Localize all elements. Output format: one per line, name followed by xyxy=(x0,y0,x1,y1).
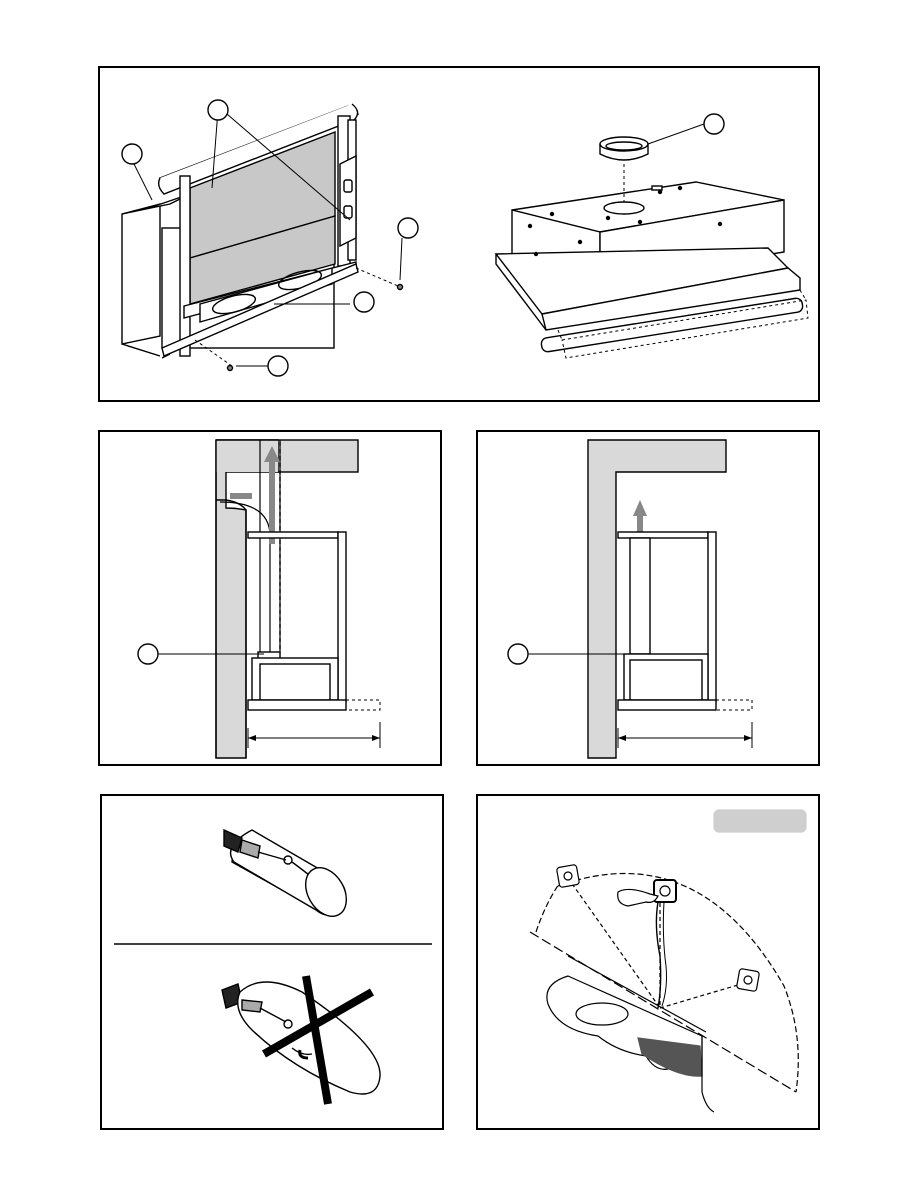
callout-3 xyxy=(398,218,418,238)
socket-right xyxy=(736,968,759,991)
callout-filter xyxy=(508,644,528,664)
callout-5 xyxy=(268,356,288,376)
panel-socket-installation xyxy=(476,794,820,1130)
callout-duct xyxy=(138,644,158,664)
hood-box-top xyxy=(496,182,808,358)
callout-2 xyxy=(122,144,142,164)
callout-4 xyxy=(354,292,374,312)
pullout-hood-body xyxy=(122,104,358,358)
socket-left xyxy=(556,864,579,887)
screw-right xyxy=(398,285,403,290)
region-tag xyxy=(714,810,806,832)
bulb-orientation-drawing xyxy=(102,796,446,1132)
hood-assembly-drawing xyxy=(100,68,822,404)
panel-hood-assembly xyxy=(98,66,820,402)
panel-recirculating-side xyxy=(476,430,820,766)
recirculating-side-drawing xyxy=(478,432,822,768)
callout-1 xyxy=(208,100,228,120)
ducted-side-drawing xyxy=(100,432,444,768)
socket-center xyxy=(654,880,676,902)
screw-left xyxy=(228,366,233,371)
callout-6 xyxy=(704,114,724,134)
hand xyxy=(618,889,658,906)
socket-installation-drawing xyxy=(478,796,822,1132)
panel-bulb-orientation xyxy=(100,794,444,1130)
correct-bulb xyxy=(224,830,355,924)
exhaust-collar xyxy=(600,137,648,160)
ceiling xyxy=(278,440,358,472)
panel-ducted-side xyxy=(98,430,442,766)
